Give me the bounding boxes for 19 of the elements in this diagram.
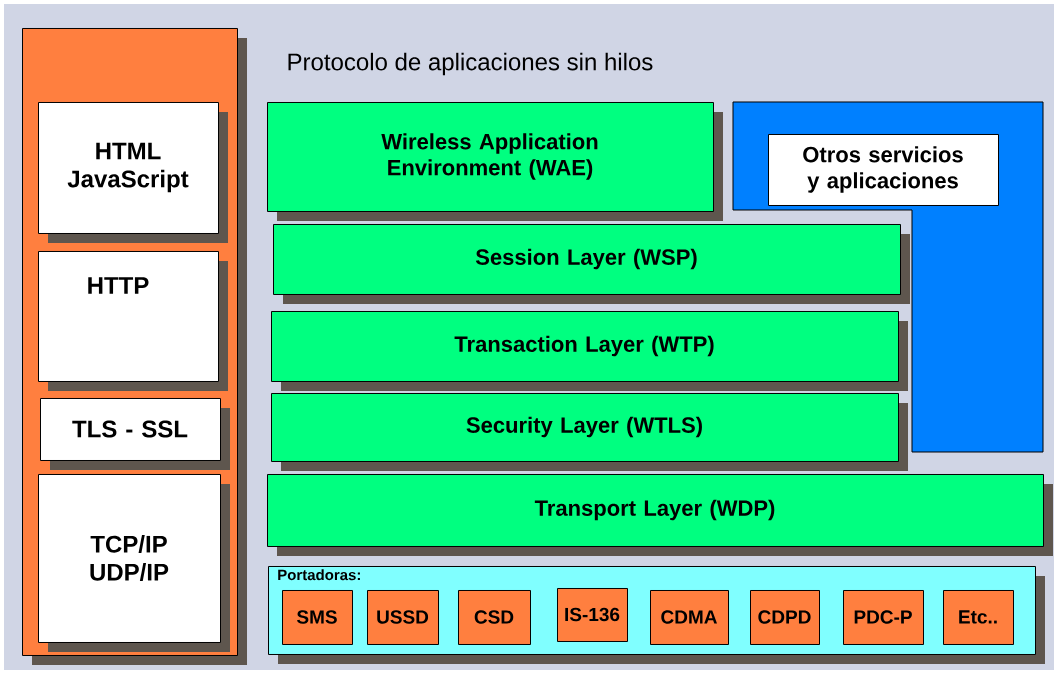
- layer-box: Transport Layer (WDP): [267, 474, 1053, 556]
- title: Protocolo de aplicaciones sin hilos: [288, 52, 653, 76]
- bearer-box: CDMA: [650, 590, 729, 645]
- label-box: Otros servicios y aplicaciones: [768, 134, 999, 206]
- bearer-box: SMS: [282, 590, 353, 645]
- bearer-box: Etc..: [943, 590, 1014, 645]
- protocol-box: TCP/IP UDP/IP: [38, 474, 230, 652]
- protocol-box: HTTP: [38, 251, 228, 391]
- layer-box: Session Layer (WSP): [273, 224, 910, 304]
- layer-box: Transaction Layer (WTP): [271, 311, 908, 391]
- bearer-box: PDC-P: [843, 590, 924, 645]
- layer-box: Wireless Application Environment (WAE): [267, 102, 723, 221]
- bearer-box: USSD: [367, 590, 439, 645]
- protocol-box: HTML JavaScript: [38, 102, 228, 243]
- bearer-box: CSD: [458, 590, 531, 645]
- layer-box: Security Layer (WTLS): [271, 393, 908, 471]
- bearer-box: IS-136: [557, 588, 628, 642]
- bearer-box: CDPD: [750, 590, 820, 645]
- protocol-box: TLS - SSL: [40, 398, 230, 470]
